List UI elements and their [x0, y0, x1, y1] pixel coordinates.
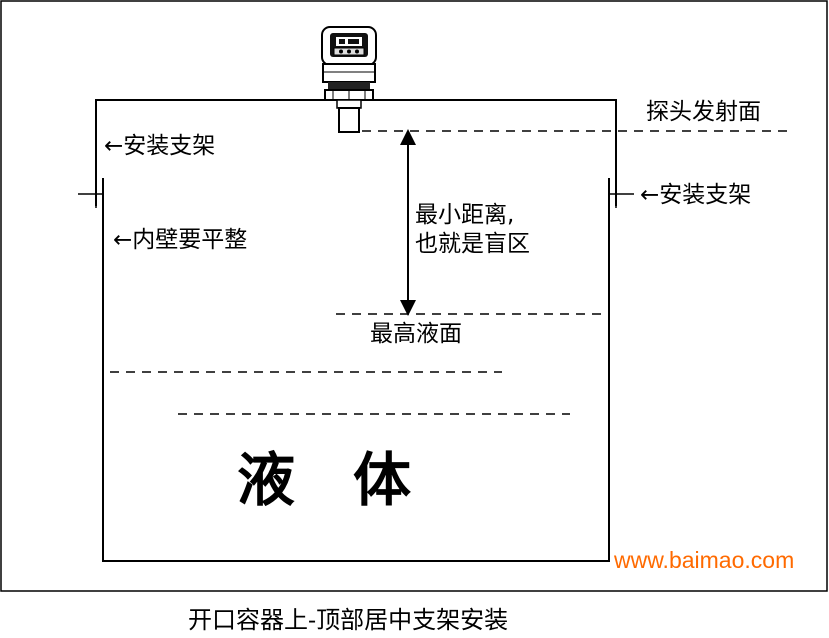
sensor-icon [321, 26, 377, 133]
label-bracket-left: ←安装支架 [104, 133, 215, 159]
label-bracket-right: ←安装支架 [640, 182, 751, 208]
label-blind-zone-line1: 最小距离, [415, 202, 514, 228]
outer-frame [0, 0, 828, 592]
label-liquid: 液 体 [237, 446, 411, 514]
bracket-tick-left [78, 180, 104, 208]
watermark: www.baimao.com [613, 547, 794, 573]
label-inner-wall: ←内壁要平整 [113, 227, 247, 253]
label-blind-zone-line2: 也就是盲区 [415, 231, 530, 257]
label-max-level: 最高液面 [370, 321, 462, 347]
diagram-caption: 开口容器上-顶部居中支架安装 [188, 606, 508, 634]
label-probe-face: 探头发射面 [646, 99, 761, 125]
container-wall [102, 178, 610, 562]
bracket-tick-right [608, 180, 634, 208]
